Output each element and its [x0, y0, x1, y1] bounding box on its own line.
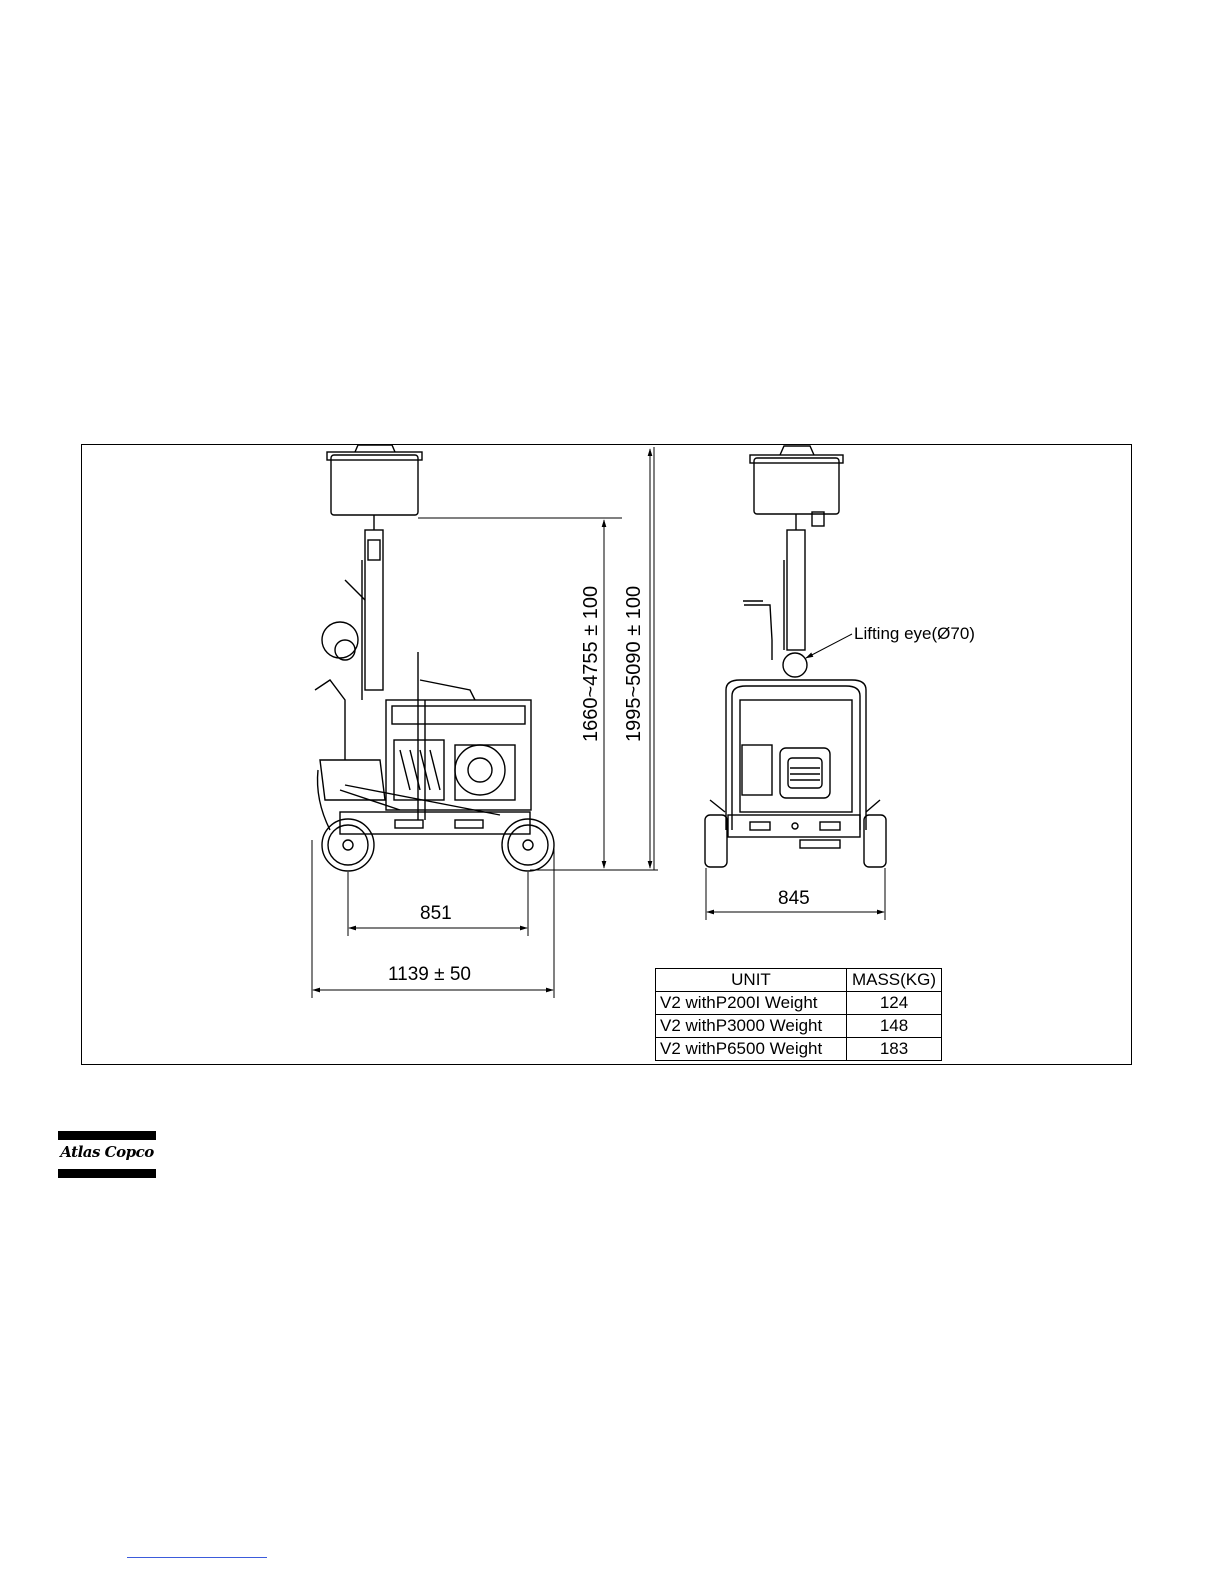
- side-view: [312, 445, 658, 998]
- logo-text: Atlas Copco: [58, 1143, 156, 1161]
- table-row: V2 withP200I Weight 124: [656, 992, 942, 1015]
- dim-wheelbase: 851: [420, 903, 452, 925]
- unit-cell: V2 withP3000 Weight: [656, 1015, 847, 1038]
- mass-cell: 183: [847, 1038, 942, 1061]
- table-row: V2 withP6500 Weight 183: [656, 1038, 942, 1061]
- logo-bar-bottom: [58, 1169, 156, 1178]
- link-underline: [127, 1557, 267, 1558]
- dim-overall-height: 1995~5090 ± 100: [623, 586, 646, 742]
- header-mass: MASS(KG): [847, 969, 942, 992]
- dim-overall-length: 1139 ± 50: [388, 964, 471, 986]
- logo-bar-top: [58, 1131, 156, 1140]
- mass-table: UNIT MASS(KG) V2 withP200I Weight 124 V2…: [655, 968, 942, 1061]
- dim-mast-height: 1660~4755 ± 100: [580, 586, 603, 742]
- table-row: V2 withP3000 Weight 148: [656, 1015, 942, 1038]
- unit-cell: V2 withP6500 Weight: [656, 1038, 847, 1061]
- mass-cell: 124: [847, 992, 942, 1015]
- dim-width: 845: [778, 888, 810, 910]
- lifting-eye-callout: Lifting eye(Ø70): [854, 624, 975, 644]
- unit-cell: V2 withP200I Weight: [656, 992, 847, 1015]
- mass-cell: 148: [847, 1015, 942, 1038]
- table-header-row: UNIT MASS(KG): [656, 969, 942, 992]
- front-view: [705, 446, 886, 920]
- atlas-copco-logo: Atlas Copco: [58, 1131, 156, 1178]
- header-unit: UNIT: [656, 969, 847, 992]
